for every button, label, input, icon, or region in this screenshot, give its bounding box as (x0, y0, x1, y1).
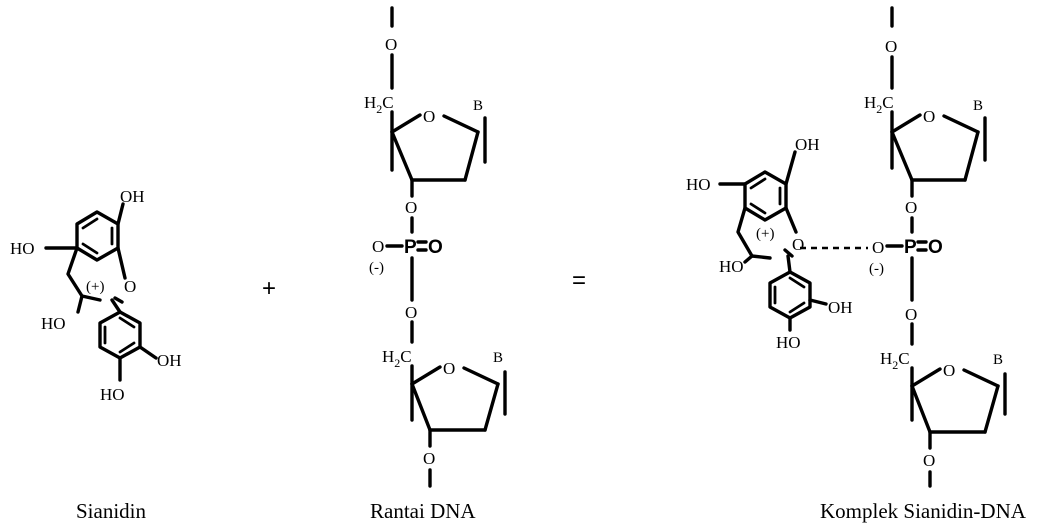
caption-complex: Komplek Sianidin-DNA (820, 499, 1027, 523)
complex-sugar-bond (942, 114, 980, 134)
caption-sianidin: Sianidin (76, 499, 147, 523)
complex-o-mid: O (905, 198, 917, 217)
complex-ring-o: O (792, 235, 804, 254)
complex-o-low: O (905, 305, 917, 324)
sianidin-oh-right: OH (157, 351, 182, 370)
complex-oh-bond (808, 298, 828, 306)
complex-ring-o-bot: O (943, 361, 955, 380)
dna-sugar-bond (390, 130, 414, 182)
dna-o-low: O (405, 303, 417, 322)
complex-phosphorus: P (904, 237, 917, 258)
dna-h2c-bot: H2C (382, 347, 412, 370)
dna-sugar-bond (483, 382, 500, 432)
complex-sugar-bond (962, 368, 1000, 388)
dna-sugar-bond (442, 114, 480, 134)
complex-double-bond (749, 202, 767, 215)
complex-sugar-bond (983, 384, 1000, 434)
dna-sugar-bond (462, 366, 500, 386)
complex-o-bottom: O (923, 451, 935, 470)
dna-sugar-bond (390, 113, 422, 134)
dna-h2c-top: H2C (364, 93, 394, 116)
complex-ho-c3: HO (719, 257, 744, 276)
complex-sugar-bond (890, 113, 922, 134)
equals-operator: = (572, 267, 586, 294)
sianidin-double-bond (118, 316, 136, 329)
sianidin-ring-o: O (124, 277, 136, 296)
complex-oh-top: OH (795, 135, 820, 154)
complex-o-left: O (872, 238, 884, 257)
sianidin-ring-c (66, 246, 102, 302)
dna-sugar-bond (463, 130, 480, 182)
sianidin-ho-left: HO (10, 239, 35, 258)
complex-h2c-top: H2C (864, 93, 894, 116)
dna-o-left: O (372, 237, 384, 256)
complex-double-bond (749, 177, 767, 190)
plus-operator: + (262, 275, 276, 302)
dna-o-double: O (428, 237, 443, 258)
complex-o-double: O (928, 237, 943, 258)
complex-base-bot: B (993, 352, 1003, 368)
complex-sugar-bond (890, 130, 914, 182)
dna-ring-o-top: O (423, 107, 435, 126)
complex-sugar-bond (963, 130, 980, 182)
complex-ho-bottom: HO (776, 333, 801, 352)
sianidin-structure: OH HO (+) O HO OH HO (10, 187, 182, 404)
complex-link-bond (786, 254, 792, 274)
complex-oh-right: OH (828, 298, 853, 317)
complex-structure: OH HO (+) O HO OH HO O H2C O B O O (-) P… (686, 6, 1007, 488)
complex-ho-left: HO (686, 175, 711, 194)
complex-ho-bond (743, 254, 754, 264)
complex-sugar-bond (910, 367, 942, 388)
sianidin-ho-bond (76, 294, 84, 314)
dna-ring-o-bot: O (443, 359, 455, 378)
dna-sugar-bond (410, 365, 442, 386)
sianidin-oh-top: OH (120, 187, 145, 206)
dna-o-top: O (385, 35, 397, 54)
caption-dna: Rantai DNA (370, 499, 476, 523)
complex-double-bond (788, 276, 806, 289)
sianidin-charge: (+) (86, 279, 104, 295)
sianidin-double-bond (118, 341, 136, 354)
complex-minus: (-) (869, 261, 884, 277)
sianidin-double-bond (81, 217, 99, 230)
sianidin-ring-c (116, 246, 127, 280)
dna-base-bot: B (493, 350, 503, 366)
sianidin-ho-bottom: HO (100, 385, 125, 404)
sianidin-double-bond (81, 242, 99, 255)
sianidin-link-bond (110, 298, 122, 314)
complex-o-top: O (885, 37, 897, 56)
dna-o-bottom: O (423, 449, 435, 468)
sianidin-oh-bond (116, 202, 125, 226)
sianidin-ring-c (113, 296, 124, 304)
sianidin-oh-bond (138, 345, 158, 360)
sianidin-ho-c3: HO (41, 314, 66, 333)
complex-ring-o-top: O (923, 107, 935, 126)
dna-structure: O H2C O B O O (-) P O O H2C O (364, 6, 507, 488)
dna-base-top: B (473, 98, 483, 114)
complex-oh-bond (784, 150, 797, 186)
complex-ring-c (784, 206, 798, 234)
complex-double-bond (788, 301, 806, 314)
dna-minus: (-) (369, 260, 384, 276)
dna-sugar-bond (410, 382, 432, 432)
complex-charge: (+) (756, 226, 774, 242)
dna-phosphorus: P (404, 237, 417, 258)
complex-base-top: B (973, 98, 983, 114)
dna-o-mid: O (405, 198, 417, 217)
complex-ring-c (783, 248, 794, 258)
complex-sugar-bond (910, 384, 932, 434)
complex-ring-c (736, 206, 772, 260)
complex-h2c-bot: H2C (880, 349, 910, 372)
